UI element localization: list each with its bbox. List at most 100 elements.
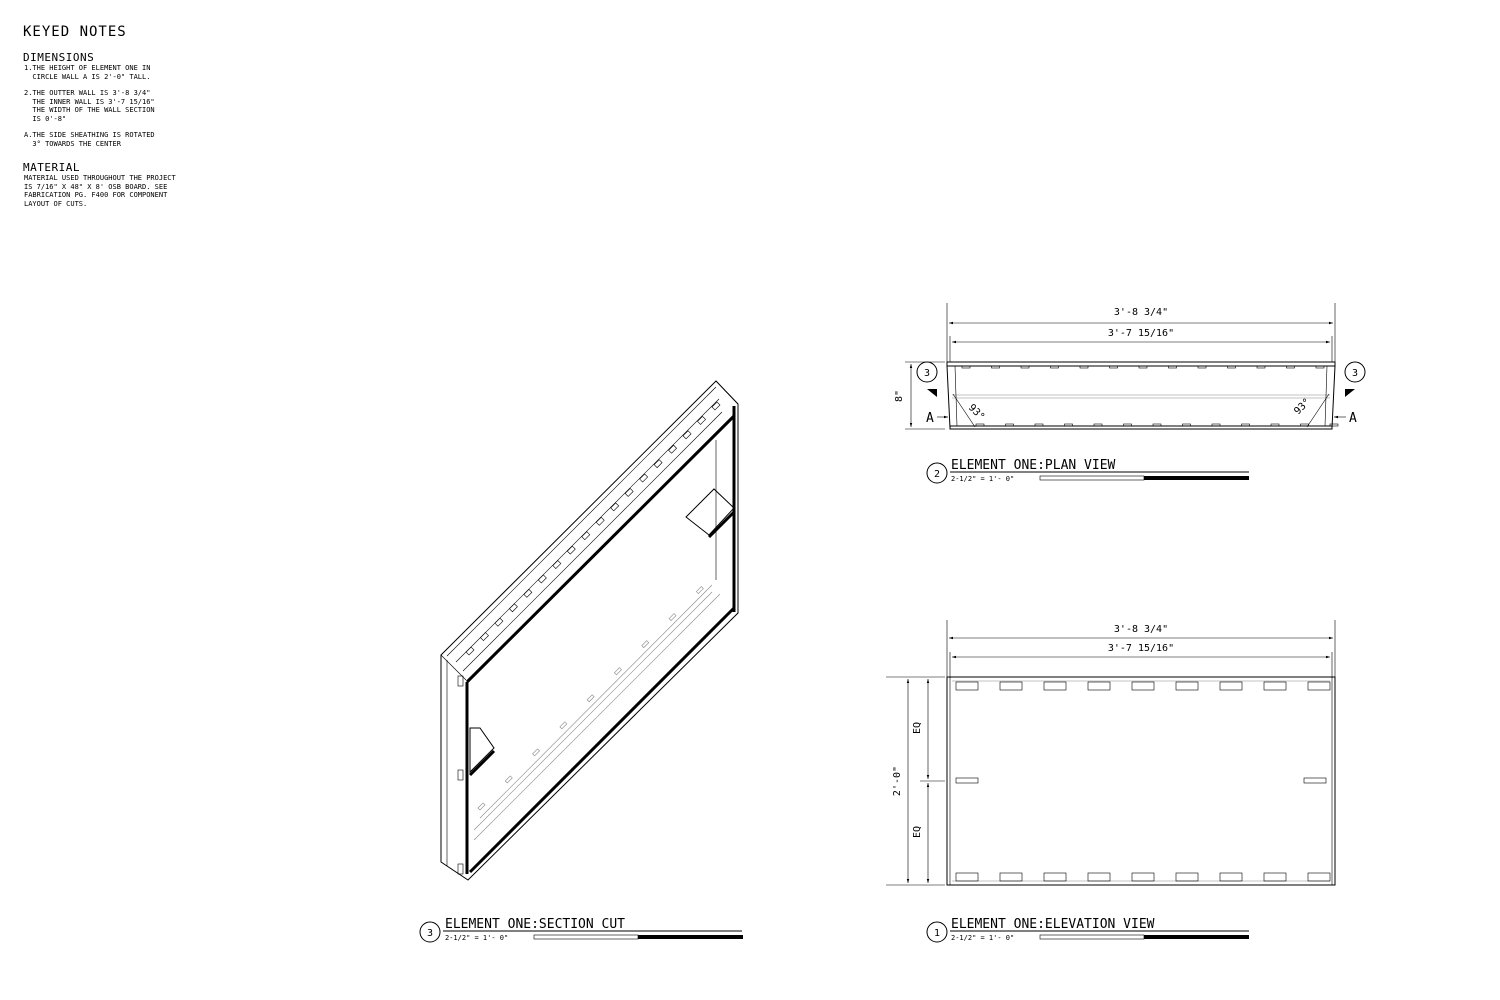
elevation-height-dim: 2'-0" [892,766,903,796]
plan-callout-left-label: 3 [924,368,930,379]
elevation-tab-bottom [1219,872,1243,882]
section-scale: 2-1/2" = 1'- 0" [445,934,508,942]
section-tab-inner [586,694,595,703]
plan-tab-bottom [1182,423,1191,427]
material-heading: MATERIAL [23,161,80,174]
section-tab [480,632,489,642]
elevation-tab-top [1131,681,1155,691]
plan-tab-bottom [975,423,985,427]
elevation-scale: 2-1/2" = 1'- 0" [951,934,1014,942]
elevation-inner-dim: 3'-7 15/16" [1108,643,1174,654]
section-tab [595,516,605,526]
elevation-eq-bottom: EQ [912,826,923,838]
plan-callout-left [916,361,938,383]
section-tab [581,531,591,541]
plan-tab-marks [961,365,1339,427]
plan-tab-bottom [1005,423,1014,427]
section-title-number: 3 [427,928,433,939]
plan-tab-top [1197,365,1207,369]
plan-tab-bottom [1211,423,1221,427]
plan-tab-top [1256,365,1266,369]
section-tab [552,560,562,569]
section-tab [624,488,634,497]
section-title-bubble [419,921,441,943]
elevation-tab-bottom [1263,872,1287,882]
plan-tab-top [961,365,971,369]
elevation-tab-bottom [1175,872,1199,882]
plan-tab-bottom [1123,423,1132,427]
plan-tab-top [1109,365,1118,369]
plan-tab-top [1227,365,1236,369]
plan-tab-bottom [1064,423,1073,427]
angle-arc-left [952,393,976,428]
section-tab [537,574,547,584]
elevation-tab-top [999,681,1023,691]
plan-depth-dim: 8" [894,390,905,402]
section-tab-inner [641,640,650,649]
elevation-tab-top [955,681,979,691]
plan-tab-bottom [1241,423,1250,427]
section-tab [653,459,663,469]
section-tab-inner [504,775,513,784]
material-note: MATERIAL USED THROUGHOUT THE PROJECT IS … [24,174,176,208]
section-tab-inner [559,721,568,730]
plan-tab-top [1286,365,1295,369]
note-1: 1.THE HEIGHT OF ELEMENT ONE IN CIRCLE WA… [24,64,151,81]
plan-tab-top [1050,365,1059,369]
plan-tab-top [1138,365,1148,369]
plan-angle-left: 93° [966,402,987,423]
elevation-tab-bottom [1087,872,1111,882]
section-tab-inner [532,748,541,757]
plan-tab-bottom [1152,423,1162,427]
elevation-tab-bottom [999,872,1023,882]
plan-tab-top [1079,365,1089,369]
elevation-tab-marks [955,681,1331,882]
section-tab [711,401,721,411]
section-arrow-right [1345,389,1355,397]
section-tab [639,473,649,483]
section-tab-inner [477,802,486,811]
plan-scale: 2-1/2" = 1'- 0" [951,475,1014,483]
elevation-tab-bottom [955,872,979,882]
plan-tab-top [1168,365,1177,369]
plan-callout-right [1344,361,1366,383]
plan-tab-top [991,365,1000,369]
angle-arc-right [1306,393,1330,428]
dimensions-heading: DIMENSIONS [23,51,95,64]
section-tab-inner [614,667,622,676]
section-tab [566,545,576,555]
plan-title-bubble [926,462,948,484]
elevation-tab-top [1087,681,1111,691]
plan-tab-bottom [1093,423,1103,427]
elevation-eq-top: EQ [912,722,923,734]
elevation-tab-bottom [1131,872,1155,882]
elevation-title: ELEMENT ONE:ELEVATION VIEW [951,917,1155,932]
section-tab [465,646,475,656]
plan-view: 3'-8 3/4" 3'-7 15/16" 8" 3 3 A A 93° 9 [894,303,1366,484]
section-tab-marks [465,401,721,811]
plan-section-a-left: A [926,411,934,426]
elevation-tab-bottom [1043,872,1067,882]
plan-tab-bottom [1270,423,1280,427]
keyed-notes-title: KEYED NOTES [23,24,127,40]
section-tab [494,617,504,627]
section-tab [508,603,518,613]
elevation-title-bubble [926,921,948,943]
section-tab [610,502,620,512]
plan-inner-dim: 3'-7 15/16" [1108,328,1174,339]
section-cut: 3 ELEMENT ONE:SECTION CUT 2-1/2" = 1'- 0… [419,380,743,943]
elevation-tab-top [1263,681,1287,691]
plan-tab-top [1020,365,1030,369]
section-arrow-left [927,389,937,397]
note-a: A.THE SIDE SHEATHING IS ROTATED 3° TOWAR… [24,131,155,148]
elevation-tab-top [1219,681,1243,691]
elevation-tab-bottom [1307,872,1331,882]
plan-angle-right: 93° [1292,397,1313,418]
keyed-notes: KEYED NOTES DIMENSIONS 1.THE HEIGHT OF E… [23,24,263,216]
elevation-title-number: 1 [934,928,940,939]
plan-callout-right-label: 3 [1352,368,1358,379]
elevation-tab-top [1175,681,1199,691]
plan-tab-bottom [1329,423,1339,427]
elevation-tab-top [1043,681,1067,691]
